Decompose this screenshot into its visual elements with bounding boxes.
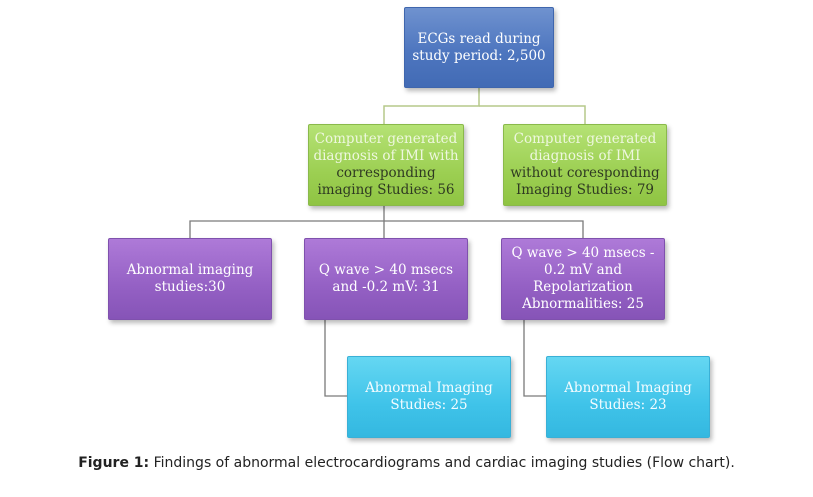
node-ecgs-read: ECGs read during study period: 2,500: [404, 7, 554, 88]
node-imi-with-imaging-line1: Computer generated: [314, 131, 458, 147]
node-abnormal-imaging-q-wave-line1: Abnormal Imaging: [365, 380, 493, 396]
connector-repol-to-imaging: [523, 320, 546, 397]
figure-caption: Figure 1: Findings of abnormal electroca…: [0, 455, 813, 471]
node-abnormal-imaging: Abnormal imaging studies:30: [108, 238, 272, 320]
node-abnormal-imaging-repolarization: Abnormal Imaging Studies: 23: [546, 356, 710, 438]
node-imi-without-imaging-line1: Computer generated: [513, 131, 657, 147]
node-imi-with-imaging-line4: imaging Studies: 56: [317, 182, 455, 198]
node-abnormal-imaging-line2: studies:30: [154, 279, 226, 295]
node-abnormal-imaging-repolarization-line1: Abnormal Imaging: [564, 380, 692, 396]
node-abnormal-imaging-q-wave-line2: Studies: 25: [390, 397, 468, 413]
node-ecgs-read-line1: ECGs read during: [417, 30, 541, 47]
connector-with-to-level3: [189, 206, 385, 238]
node-imi-without-imaging-line4: Imaging Studies: 79: [515, 182, 655, 198]
figure-caption-text: Findings of abnormal electrocardiograms …: [149, 455, 735, 471]
node-q-wave-line2: and -0.2 mV: 31: [332, 279, 440, 295]
node-imi-with-imaging: Computer generated diagnosis of IMI with…: [308, 124, 464, 206]
node-imi-without-imaging-line2: diagnosis of IMI: [529, 148, 641, 164]
node-q-wave-repolarization-line2: 0.2 mV and: [544, 262, 622, 278]
node-ecgs-read-line2: study period: 2,500: [412, 47, 546, 64]
connector-qwave-to-imaging: [324, 320, 347, 397]
node-q-wave-repolarization: Q wave > 40 msecs - 0.2 mV and Repolariz…: [501, 238, 665, 320]
node-abnormal-imaging-q-wave: Abnormal Imaging Studies: 25: [347, 356, 511, 438]
node-imi-with-imaging-line3: corresponding: [336, 165, 436, 181]
node-imi-without-imaging: Computer generated diagnosis of IMI with…: [503, 124, 667, 206]
node-imi-with-imaging-line2: diagnosis of IMI with: [313, 148, 459, 164]
node-q-wave-repolarization-line4: Abnormalities: 25: [522, 296, 644, 312]
node-q-wave-repolarization-line1: Q wave > 40 msecs -: [511, 245, 655, 261]
node-q-wave-line1: Q wave > 40 msecs: [318, 262, 454, 278]
node-abnormal-imaging-repolarization-line2: Studies: 23: [589, 397, 667, 413]
connector-root-to-without: [479, 105, 586, 124]
connector-with-to-repol: [384, 220, 584, 238]
connector-root-to-level2: [383, 88, 480, 124]
node-abnormal-imaging-line1: Abnormal imaging: [126, 262, 254, 278]
node-q-wave-repolarization-line3: Repolarization: [533, 279, 633, 295]
node-imi-without-imaging-line3: without coresponding: [510, 165, 660, 181]
node-q-wave: Q wave > 40 msecs and -0.2 mV: 31: [304, 238, 468, 320]
figure-caption-label: Figure 1:: [78, 455, 150, 471]
